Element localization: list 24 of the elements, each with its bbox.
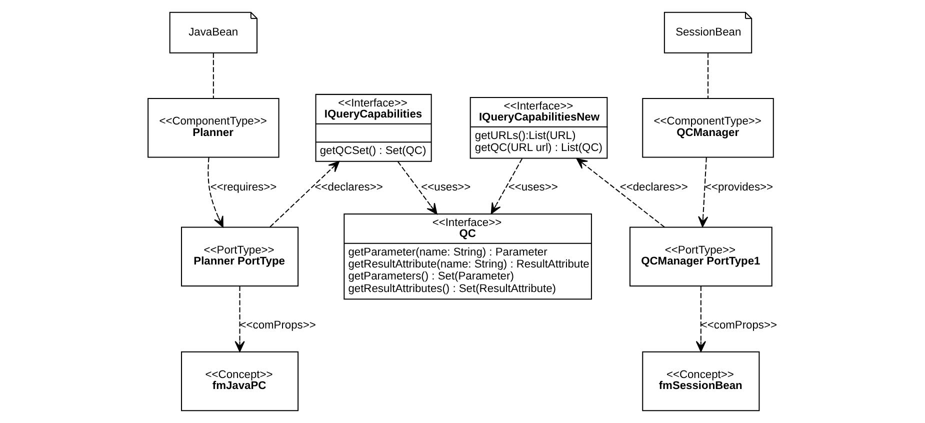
edge-label: <<provides>>: [704, 182, 773, 194]
node-box: <<PortType>> Planner PortType: [180, 226, 298, 286]
edge-label: <<uses>>: [420, 182, 470, 194]
node-box: <<PortType>> QCManager PortType1: [628, 226, 772, 286]
arrow: [207, 157, 223, 228]
connector: [212, 52, 214, 98]
arrow: [396, 161, 437, 214]
connector: [707, 52, 708, 98]
node-box: <<Concept>> fmSessionBean: [642, 351, 760, 412]
edge-label: <<declares>>: [314, 182, 382, 194]
arrow: [695, 286, 706, 352]
arrow: [269, 161, 340, 228]
arrow: [490, 158, 522, 214]
edge-label: <<comProps>>: [700, 319, 776, 332]
node-box: <<ComponentType>> Planner: [147, 98, 279, 158]
edge-label: <<comProps>>: [239, 319, 316, 332]
node-box: <<ComponentType>> QCManager: [642, 98, 774, 158]
edge-label: <<declares>>: [619, 182, 688, 194]
node-box: <<Concept>> fmJavaPC: [180, 351, 298, 412]
arrow: [698, 157, 708, 228]
edge-label: <<uses>>: [508, 182, 558, 194]
edge-label: <<requires>>: [210, 182, 276, 194]
arrow: [234, 286, 244, 352]
arrow: [576, 158, 664, 228]
